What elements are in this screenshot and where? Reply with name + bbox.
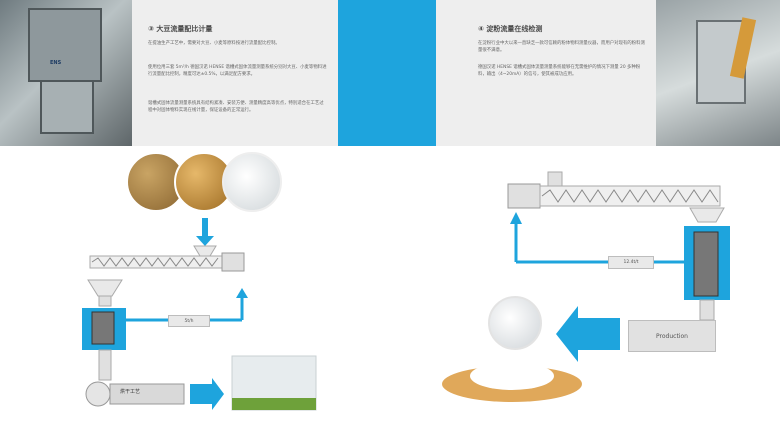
right-para-1: 在淀粉行业中大以来一直缺乏一款可信赖的粉体物料测量仪器，而用户对现有的粉料测量很…: [478, 41, 645, 53]
right-flow-meter-core: [693, 231, 719, 297]
feed-arrow-shaft: [202, 218, 208, 238]
powder-image: [222, 152, 282, 212]
right-signal-arrow-head: [510, 212, 522, 224]
dryer-fan: [85, 381, 111, 407]
signal-arrow-head: [236, 288, 248, 298]
machine-base: [40, 80, 94, 134]
outlet-hopper: [87, 279, 123, 297]
starch-closeup-image: [488, 296, 542, 350]
powder-output-arrow: [556, 306, 620, 362]
right-screw-thread: [541, 189, 719, 203]
brand-badge: ENS: [50, 60, 62, 66]
left-section-title: ③ 大豆流量配比计量: [148, 25, 213, 33]
machine-photo-right: [656, 0, 780, 146]
right-text-panel: [436, 0, 656, 146]
right-flow-label: 12.4t/t: [608, 256, 654, 269]
feed-hopper: [193, 245, 217, 257]
feed-arrow-head: [196, 236, 214, 246]
right-outlet-pipe: [699, 299, 715, 321]
right-inlet: [547, 171, 563, 187]
dryer-output-arrow: [190, 378, 224, 410]
right-conveyor-motor: [507, 183, 541, 209]
dryer-label: 烘干工艺: [120, 389, 141, 395]
right-screw-conveyor: [539, 185, 721, 207]
silo-grass: [232, 398, 316, 410]
powder-pile: [470, 362, 554, 390]
dryer-unit: [109, 383, 185, 405]
screw-thread: [91, 257, 219, 267]
left-para-3: 谐槽式固体流量测量系统具有结构紧凑、安装方便、测量精度高等优点，特别适合在工艺过…: [148, 101, 324, 113]
outlet-neck: [98, 295, 112, 307]
right-section-title: ④ 淀粉流量在线检测: [478, 25, 543, 33]
production-box: Production: [628, 320, 716, 352]
flow-meter-core: [91, 311, 115, 345]
center-blue-block: [338, 0, 436, 146]
right-para-2: 德国汉诺 HENSE 谐槽式固体流量测量系统能够在无需维护的情况下测量 20 多…: [478, 65, 641, 77]
machine-photo-left: ENS: [0, 0, 132, 146]
right-outlet-hopper: [689, 207, 725, 223]
left-flow-label: 5t/h: [168, 315, 210, 327]
conveyor-motor: [221, 252, 245, 272]
pipe-to-dryer: [98, 349, 112, 381]
left-para-1: 在提油生产工艺中，需要对大豆、小麦等原料按进行流量配比控制。: [148, 41, 280, 46]
left-text-panel: [132, 0, 338, 146]
hopper-body: [28, 8, 102, 82]
left-para-2: 使用位用三套 5m³/h 德国汉诺 HENSE 谐槽式固体流量测量系统分别对大豆…: [148, 65, 327, 77]
